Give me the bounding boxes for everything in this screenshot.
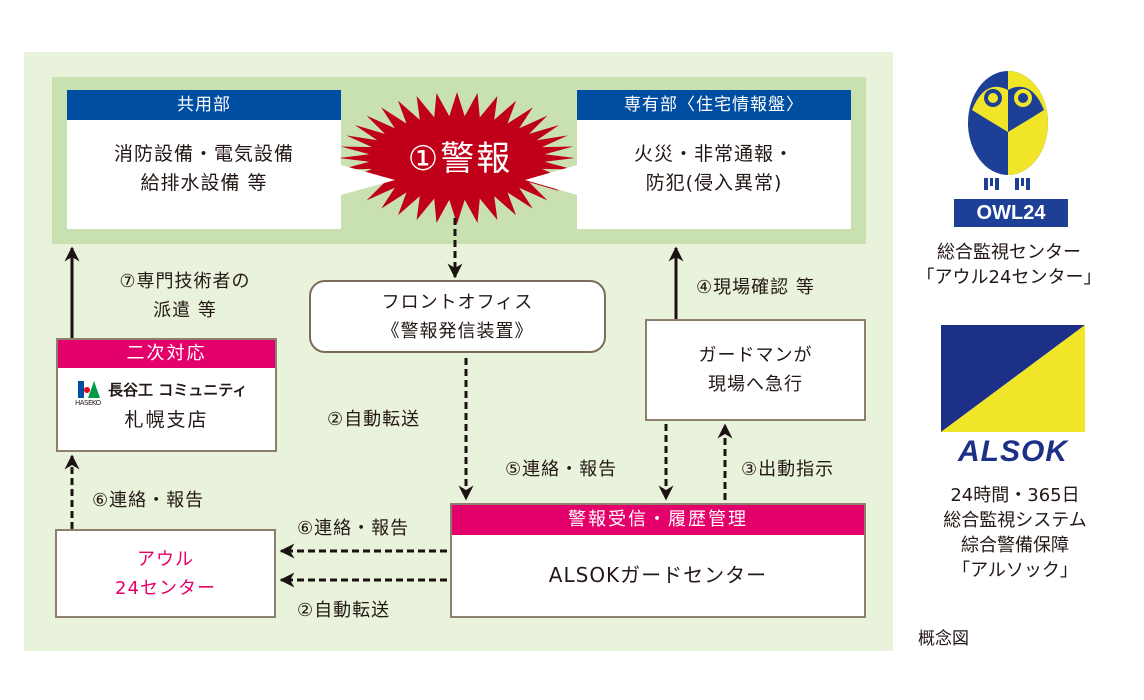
alsok-caption: 24時間・365日 総合監視システム 綜合警備保障 「アルソック」 [920,483,1110,583]
flow-label-step6-owl: ⑥連絡・報告 [297,518,410,539]
alsok-guard-center-box: 警報受信・履歴管理 ALSOKガードセンター [450,503,866,618]
flow-label-step3: ③出動指示 [741,459,835,480]
flow-label-step6-haseko: ⑥連絡・報告 [92,490,205,511]
owl-icon [968,71,1048,190]
alarm-label: ①警報 [407,139,513,179]
alarm-burst-shape [339,92,575,224]
alsok-center-header: 警報受信・履歴管理 [452,505,864,535]
owl24-caption: 総合監視センター 「アウル24センター」 [900,240,1118,290]
owl24-badge-text: OWL24 [976,202,1046,224]
flow-label-step7-line-2: 派遣 等 [153,300,217,321]
alsok-caption-line-1: 24時間・365日 [950,485,1080,506]
owl24-badge [954,199,1068,227]
common-area-line-2: 給排水設備 等 [140,172,268,194]
front-office-line-2: 《警報発信装置》 [381,321,534,342]
guard-dispatch-box: ガードマンが 現場へ急行 [645,319,866,421]
flow-label-step2-front: ②自動転送 [327,409,421,430]
flow-label-step4: ④現場確認 等 [696,277,815,298]
alsok-center-name: ALSOKガードセンター [548,563,768,587]
alarm-pointer-left [341,165,395,195]
flow-label-step2-owl: ②自動転送 [297,600,391,621]
alsok-caption-line-4: 「アルソック」 [952,560,1078,581]
private-area-box: 専有部〈住宅情報盤〉 火災・非常通報・ 防犯(侵入異常) [577,90,851,229]
owl-center-line-1: アウル [137,549,194,570]
diagram-caption: 概念図 [918,629,969,649]
owl-center-box: アウル 24センター [55,529,276,618]
haseko-branch-name: 札幌支店 [124,409,209,431]
haseko-logo-subtext: HASEKO [75,399,101,407]
haseko-company-name: 長谷工 コミュニティ [108,381,248,399]
alsok-caption-line-2: 総合監視システム [943,510,1087,531]
front-office-line-1: フロントオフィス [381,292,534,313]
front-office-box: フロントオフィス 《警報発信装置》 [309,280,606,353]
owl24-caption-line-1: 総合監視センター [937,242,1081,263]
alarm-pointer-right [525,165,577,195]
owl-center-line-2: 24センター [115,578,216,599]
common-area-box: 共用部 消防設備・電気設備 給排水設備 等 [67,90,341,229]
private-area-header: 専有部〈住宅情報盤〉 [577,90,851,120]
private-area-line-2: 防犯(侵入異常) [645,172,783,194]
private-area-line-1: 火災・非常通報・ [633,143,794,165]
flow-label-step7-line-1: ⑦専門技術者の [119,271,251,292]
alsok-wordmark: ALSOK [958,435,1068,468]
flow-label-step7: ⑦専門技術者の 派遣 等 [90,267,280,325]
guard-dispatch-line-2: 現場へ急行 [708,374,803,395]
haseko-logo-icon [78,381,100,398]
common-area-header: 共用部 [67,90,341,120]
owl24-caption-line-2: 「アウル24センター」 [916,267,1102,288]
common-area-line-1: 消防設備・電気設備 [113,143,294,165]
secondary-response-box: 二次対応 HASEKO 長谷工 コミュニティ 札幌支店 [56,338,277,452]
alsok-flag-yellow [941,325,1085,432]
alsok-caption-line-3: 綜合警備保障 [961,535,1069,556]
guard-dispatch-line-1: ガードマンが [698,345,813,366]
secondary-response-header: 二次対応 [58,340,275,368]
flow-label-step5: ⑤連絡・報告 [505,459,618,480]
